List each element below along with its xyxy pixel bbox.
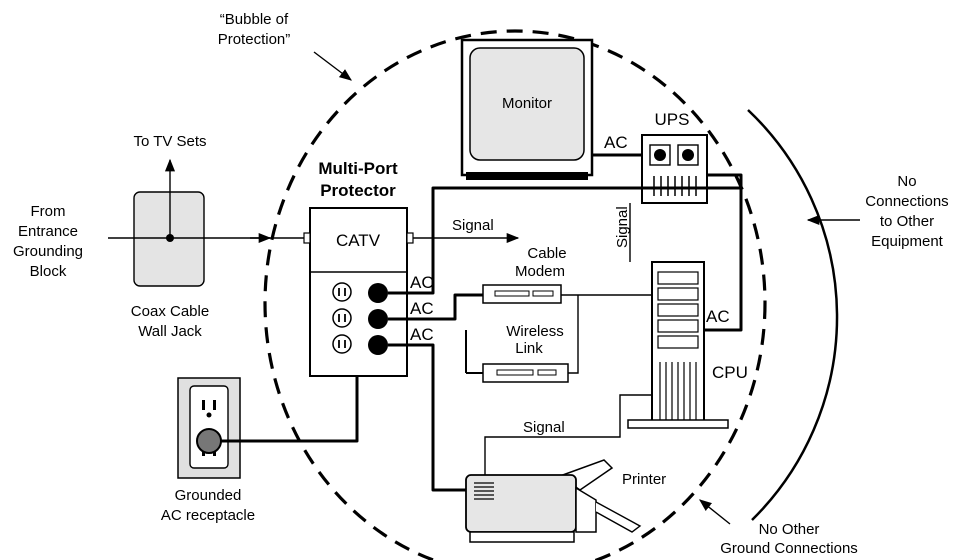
ac-label-2: AC: [410, 299, 434, 318]
no-connections-label-2: Connections: [865, 193, 948, 210]
wireless-label-2: Link: [515, 340, 543, 357]
ac-label-1: AC: [410, 273, 434, 292]
signal-label-catv: Signal: [452, 217, 494, 234]
outlet-icon: [332, 282, 352, 354]
wall-jack-label-2: Wall Jack: [138, 323, 202, 340]
ups-label: UPS: [655, 110, 690, 129]
catv-label: CATV: [336, 231, 381, 250]
cpu-tower-icon: [627, 261, 729, 429]
signal-label-ups: Signal: [614, 206, 631, 248]
wall-jack-label-1: Coax Cable: [131, 303, 209, 320]
cable-modem-label-1: Cable: [527, 245, 566, 262]
ac-receptacle-icon: [177, 377, 241, 479]
monitor-label: Monitor: [502, 95, 552, 112]
from-entrance-label-1: From: [31, 203, 66, 220]
no-connections-label-4: Equipment: [871, 233, 944, 250]
printer-label: Printer: [622, 471, 666, 488]
no-ground-label-2: Ground Connections: [720, 540, 858, 557]
no-connections-label-1: No: [897, 173, 916, 190]
monitor-icon: [460, 38, 594, 180]
bubble-label-line2: Protection”: [218, 31, 291, 48]
receptacle-label-1: Grounded: [175, 487, 242, 504]
from-entrance-label-3: Grounding: [13, 243, 83, 260]
bubble-label-line1: “Bubble of: [220, 11, 289, 28]
plug-icon: [368, 283, 388, 355]
bubble-pointer: [313, 51, 353, 81]
no-connections-label-3: to Other: [880, 213, 934, 230]
from-entrance-label-2: Entrance: [18, 223, 78, 240]
cable-modem-icon: [482, 284, 562, 304]
bubble-of-protection: [263, 29, 767, 560]
no-ground-label-1: No Other: [759, 521, 820, 538]
wireless-label-1: Wireless: [506, 323, 564, 340]
cpu-label: CPU: [712, 363, 748, 382]
boundary-arc: [747, 109, 839, 521]
ac-label-3: AC: [410, 325, 434, 344]
cable-modem-label-2: Modem: [515, 263, 565, 280]
protector-title-2: Protector: [320, 181, 396, 200]
ups-icon: [641, 134, 708, 204]
ac-label-cpu: AC: [706, 307, 730, 326]
printer-icon: [465, 459, 642, 543]
to-tv-label: To TV Sets: [133, 133, 206, 150]
protector-power-wire: [221, 376, 359, 443]
signal-label-printer: Signal: [523, 419, 565, 436]
receptacle-label-2: AC receptacle: [161, 507, 255, 524]
ac-label-monitor: AC: [604, 133, 628, 152]
protector-title-1: Multi-Port: [318, 159, 398, 178]
from-entrance-label-4: Block: [30, 263, 67, 280]
